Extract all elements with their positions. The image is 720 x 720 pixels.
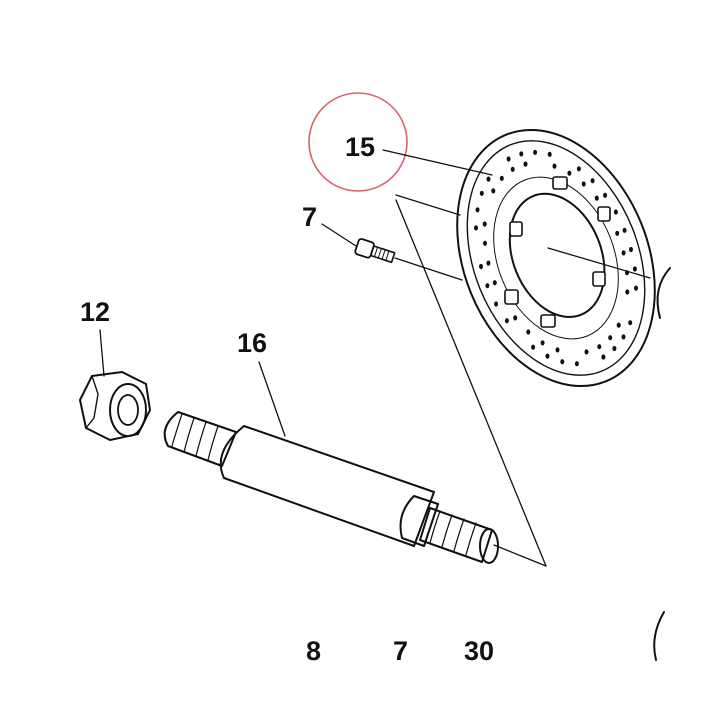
drill-hole	[590, 178, 595, 184]
axle-nut	[79, 371, 151, 441]
drill-holes	[474, 149, 638, 367]
drill-hole	[531, 344, 536, 350]
drill-hole	[526, 329, 531, 335]
drill-hole	[483, 240, 487, 246]
label-disc-15: 15	[345, 132, 375, 162]
leader-line-16	[258, 361, 286, 437]
drill-hole	[615, 230, 620, 236]
drill-hole	[485, 283, 490, 289]
drill-hole	[622, 227, 627, 233]
drill-hole	[597, 344, 602, 350]
drill-hole	[523, 161, 528, 167]
drill-hole	[625, 289, 630, 295]
disc-center-hole	[508, 192, 606, 318]
drill-hole	[533, 149, 538, 155]
drill-hole	[584, 349, 589, 355]
drill-hole	[634, 285, 638, 291]
drill-hole	[576, 166, 581, 172]
drill-hole	[574, 361, 579, 367]
drill-hole	[632, 266, 637, 272]
drill-hole	[492, 280, 497, 286]
drill-hole	[479, 190, 484, 196]
drill-hole	[486, 176, 491, 182]
drill-hole	[621, 334, 626, 340]
drill-hole	[616, 322, 621, 328]
drill-hole	[608, 335, 613, 341]
drill-hole	[519, 151, 524, 157]
brake-disc	[456, 128, 656, 388]
drill-hole	[540, 340, 545, 346]
screw-axis-line	[394, 257, 463, 281]
disc-outer-edge	[456, 128, 656, 388]
drill-hole	[625, 270, 629, 276]
screw	[354, 238, 396, 264]
drill-hole	[594, 195, 599, 201]
drill-hole	[510, 166, 515, 172]
drill-hole	[552, 163, 557, 169]
drill-hole	[504, 318, 509, 324]
label-screw-7: 7	[302, 202, 317, 232]
drill-hole	[613, 209, 618, 215]
drill-hole	[499, 175, 504, 181]
leader-line-7	[321, 223, 357, 247]
hub-axis-line	[547, 247, 651, 279]
drill-hole	[545, 353, 550, 359]
drill-hole	[491, 188, 496, 194]
drill-hole	[555, 347, 560, 353]
leader-lines	[99, 149, 651, 567]
drill-hole	[486, 260, 491, 266]
hub-bore-slots	[504, 176, 611, 328]
disc-hub-ring	[493, 176, 619, 340]
drill-hole	[475, 207, 480, 213]
drill-hole	[560, 359, 565, 365]
drill-hole	[506, 156, 511, 162]
drill-hole	[603, 192, 608, 198]
explosion-wedge-diagonal	[395, 199, 547, 567]
explosion-wedge	[395, 194, 461, 216]
drill-hole	[581, 181, 586, 187]
leader-line-12	[99, 329, 105, 377]
drill-hole	[482, 221, 487, 227]
label-bottom-7: 7	[393, 636, 408, 666]
label-nut-12: 12	[80, 297, 110, 327]
drill-hole	[628, 320, 633, 326]
label-bottom-8: 8	[306, 636, 321, 666]
drill-hole	[621, 250, 626, 256]
drill-hole	[567, 170, 572, 176]
shaft-axis-line	[493, 544, 547, 567]
label-bottom-30: 30	[464, 636, 494, 666]
drill-hole	[547, 151, 552, 157]
drill-hole	[479, 263, 483, 270]
drill-hole	[612, 345, 617, 352]
label-axle-16: 16	[237, 328, 267, 358]
drill-hole	[474, 225, 478, 231]
wheel-axle	[163, 411, 499, 564]
hub-edge-fragment	[656, 267, 671, 319]
drill-hole	[494, 301, 499, 307]
highlight-circle	[308, 92, 408, 192]
lower-right-fragment	[653, 611, 665, 661]
drill-hole	[513, 315, 518, 321]
drill-hole	[601, 354, 606, 360]
disc-inner-edge	[466, 140, 646, 376]
leader-line-15	[382, 149, 493, 176]
drill-hole	[629, 246, 633, 253]
